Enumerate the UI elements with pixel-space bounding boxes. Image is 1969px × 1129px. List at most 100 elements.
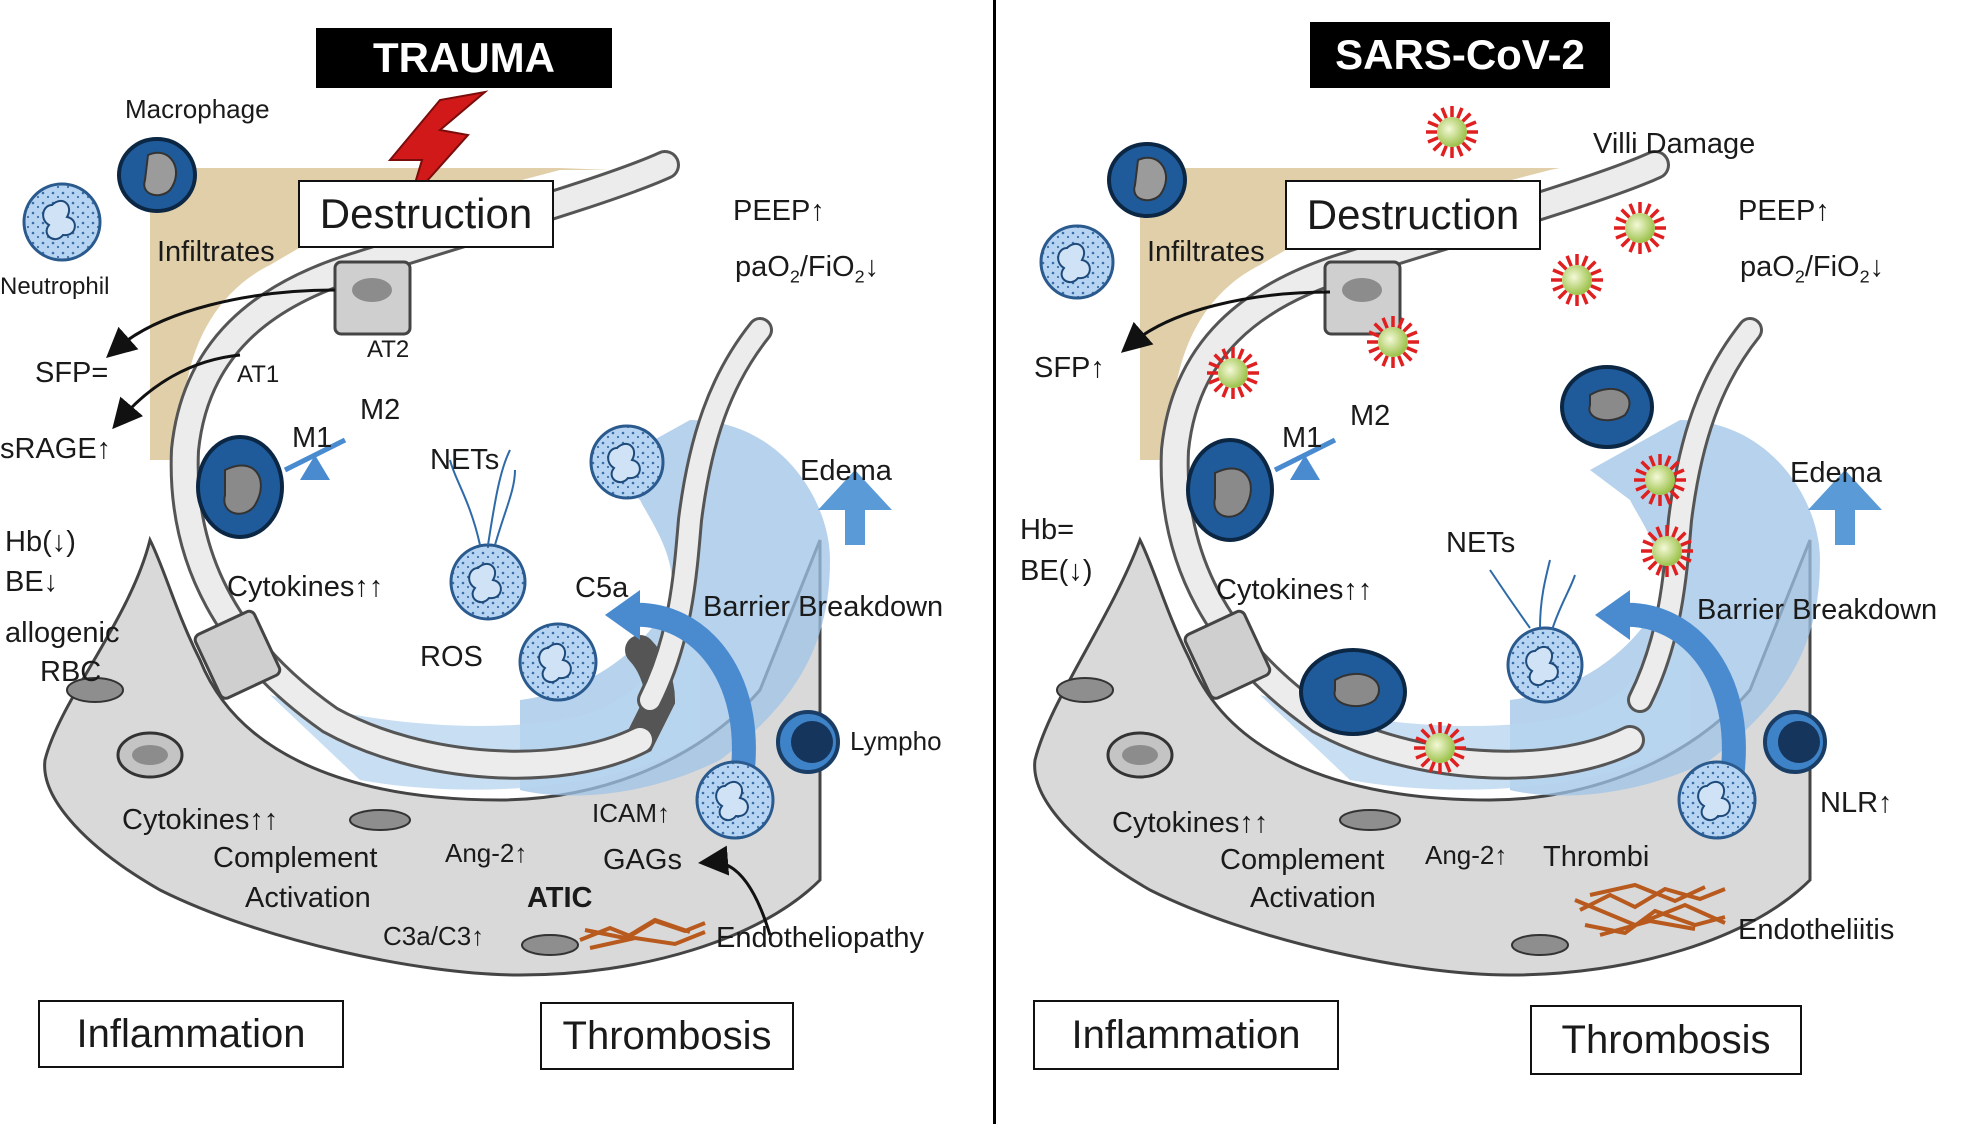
atic-label: ATIC (527, 882, 593, 914)
m1-label-left: M1 (292, 422, 333, 454)
lympho-label: Lympho (850, 726, 942, 756)
c5a-label: C5a (575, 572, 629, 604)
m1-label-right: M1 (1282, 422, 1323, 454)
tissue-cell-left (66, 677, 124, 703)
neutrophil-edema-left (589, 424, 665, 500)
macrophage-m1-right (1186, 438, 1274, 542)
migration-arrow-left (629, 602, 756, 793)
activation-label-left: Activation (245, 882, 371, 914)
hb-label-right: Hb= (1020, 514, 1075, 546)
macrophage-lumen-right (1299, 648, 1407, 736)
inflammation-box-left: Inflammation (38, 1000, 344, 1068)
virus-particle (1207, 347, 1259, 399)
infiltrate-region-right (1140, 168, 1560, 460)
virus-group-right (1207, 106, 1693, 774)
srage-label: sRAGE↑ (0, 433, 112, 465)
pao2-label-left: paO2/FiO2↓ (735, 251, 880, 287)
virus-particle (1367, 316, 1419, 368)
villi-damage-label: Villi Damage (1593, 128, 1756, 160)
complement-label-right: Complement (1220, 844, 1385, 876)
at2-label: AT2 (367, 336, 410, 363)
neutrophil-tissue-left (695, 760, 775, 840)
migration-arrow-right (1619, 602, 1746, 793)
m2-label-right: M2 (1350, 400, 1391, 432)
thrombi-label: Thrombi (1543, 841, 1650, 873)
macrophage-m1-left (196, 435, 284, 539)
virus-particle (1414, 722, 1466, 774)
at2-cell-lower-right (1183, 609, 1272, 700)
macrophage-wall-right (1560, 365, 1654, 449)
edema-arrow-left (818, 470, 892, 545)
panel-divider (993, 0, 996, 1124)
destruction-box-left: Destruction (298, 180, 554, 248)
cytokines-tissue-label-left: Cytokines↑↑ (122, 804, 279, 836)
edema-arrow-right (1808, 470, 1882, 545)
sars-cov-2-title: SARS-CoV-2 (1310, 22, 1610, 88)
srage-arrow-left (112, 353, 241, 430)
trauma-title: TRAUMA (316, 28, 612, 88)
hb-label-left: Hb(↓) (5, 526, 76, 558)
nlr-label: NLR↑ (1820, 787, 1893, 819)
thrombus-left (579, 917, 706, 950)
allogenic-label: allogenic (5, 617, 120, 649)
nets-label-right: NETs (1446, 527, 1516, 559)
virus-particle (1641, 525, 1693, 577)
destruction-box-right: Destruction (1285, 180, 1541, 250)
sfp-label-left: SFP= (35, 357, 109, 389)
neutrophil-nets-left (449, 449, 527, 621)
icam-label: ICAM↑ (592, 798, 670, 828)
ang2-label-right: Ang-2↑ (1425, 840, 1508, 870)
barrier-label-right: Barrier Breakdown (1697, 594, 1938, 626)
neutrophil-nets-right (1489, 559, 1584, 704)
inflammation-box-right: Inflammation (1033, 1000, 1339, 1070)
gags-arrow-left (698, 845, 772, 936)
edema-label-left: Edema (800, 455, 892, 487)
gags-label: GAGs (603, 844, 682, 876)
peep-label-right: PEEP↑ (1738, 195, 1830, 227)
endotheliopathy-label: Endotheliopathy (716, 922, 924, 954)
sfp-arrow-left (106, 288, 336, 358)
rbc-label: RBC (40, 656, 102, 688)
at2-cell-lower-left (193, 609, 282, 700)
pao2-label-right: paO2/FiO2↓ (1740, 251, 1885, 287)
complement-label-left: Complement (213, 842, 378, 874)
endotheliitis-label: Endotheliitis (1738, 914, 1895, 946)
virus-particle (1614, 202, 1666, 254)
ros-label: ROS (420, 641, 483, 673)
infiltrate-region-left (150, 168, 610, 460)
neutrophil-cell-left (22, 182, 102, 262)
m2-label-left: M2 (360, 394, 401, 426)
sfp-arrow-right (1120, 290, 1331, 353)
tissue-cell-right (1056, 677, 1114, 703)
neutrophil-tissue-right (1677, 760, 1757, 840)
macrophage-left (117, 137, 197, 213)
interstitial-tissue-left (43, 535, 822, 977)
neutrophil-label: Neutrophil (0, 273, 110, 300)
be-label-right: BE(↓) (1020, 555, 1093, 587)
thrombi-right (1574, 882, 1726, 937)
macrophage-top-right (1107, 142, 1187, 218)
virus-particle (1426, 106, 1478, 158)
ang2-label-left: Ang-2↑ (445, 838, 528, 868)
thrombosis-box-right: Thrombosis (1530, 1005, 1802, 1075)
macrophage-label: Macrophage (125, 94, 270, 124)
be-label-left: BE↓ (5, 566, 59, 598)
right-panel (1033, 106, 1882, 977)
barrier-label-left: Barrier Breakdown (703, 591, 944, 623)
neutrophil-c5a-left (518, 622, 598, 702)
interstitial-tissue-right (1033, 536, 1812, 977)
cytokines-tissue-label-right: Cytokines↑↑ (1112, 807, 1269, 839)
peep-label-left: PEEP↑ (733, 195, 825, 227)
thrombosis-box-left: Thrombosis (540, 1002, 794, 1070)
infiltrates-label-left: Infiltrates (157, 236, 275, 268)
cytokines-inner-label-left: Cytokines↑↑ (227, 571, 384, 603)
nets-label-left: NETs (430, 444, 500, 476)
virus-particle (1634, 454, 1686, 506)
infiltrates-label-right: Infiltrates (1147, 236, 1265, 268)
at1-label: AT1 (237, 361, 280, 388)
cytokines-inner-label-right: Cytokines↑↑ (1216, 574, 1373, 606)
edema-label-right: Edema (1790, 457, 1882, 489)
neutrophil-top-right (1039, 224, 1115, 300)
